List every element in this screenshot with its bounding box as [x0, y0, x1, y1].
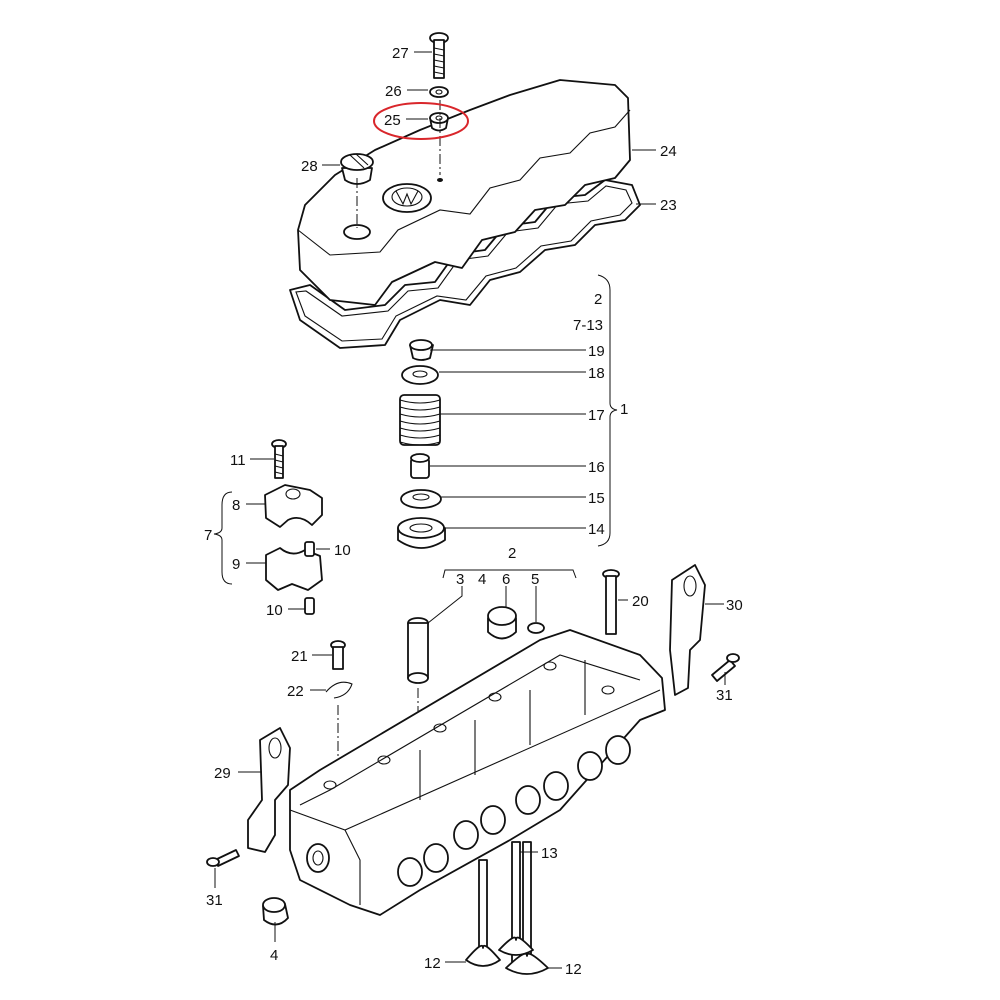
bolt-21[interactable]: [330, 640, 346, 670]
cover-bolt[interactable]: [429, 32, 449, 79]
callout-10-lower: 10: [266, 602, 283, 619]
callout-1: 1: [620, 401, 628, 418]
lifting-eye-rear[interactable]: [669, 564, 706, 696]
valve-spring[interactable]: [399, 394, 441, 446]
spring-seat[interactable]: [400, 489, 442, 509]
callout-20: 20: [632, 593, 649, 610]
callout-24: 24: [660, 143, 677, 160]
callout-21: 21: [291, 648, 308, 665]
lifting-eye-front[interactable]: [247, 727, 291, 853]
callout-29: 29: [214, 765, 231, 782]
callout-17: 17: [588, 407, 605, 424]
callout-31-left: 31: [206, 892, 223, 909]
callout-30: 30: [726, 597, 743, 614]
valve-stem-seal[interactable]: [410, 453, 430, 479]
callout-14: 14: [588, 521, 605, 538]
camshaft-seal[interactable]: [487, 606, 517, 640]
callout-7-13: 7-13: [573, 317, 603, 334]
head-bolt[interactable]: [602, 569, 620, 635]
bearing-cap-upper[interactable]: [264, 484, 323, 528]
callout-7: 7: [204, 527, 212, 544]
bush-highlighted[interactable]: [429, 112, 449, 132]
exhaust-valve[interactable]: [465, 859, 501, 967]
callout-2-top: 2: [594, 291, 602, 308]
valve-cover[interactable]: [297, 79, 631, 306]
spring-retainer[interactable]: [401, 365, 439, 385]
callout-23: 23: [660, 197, 677, 214]
callout-12-left: 12: [424, 955, 441, 972]
callout-19: 19: [588, 343, 605, 360]
bearing-cap-lower[interactable]: [265, 547, 323, 591]
cylinder-head[interactable]: [289, 629, 666, 916]
callout-3: 3: [456, 571, 464, 588]
dowel-sleeve-lower[interactable]: [304, 597, 315, 615]
seal-22[interactable]: [325, 681, 353, 699]
callout-22: 22: [287, 683, 304, 700]
callout-28: 28: [301, 158, 318, 175]
callout-15: 15: [588, 490, 605, 507]
callout-13: 13: [541, 845, 558, 862]
callout-4-bottom: 4: [270, 947, 278, 964]
callout-5: 5: [531, 571, 539, 588]
callout-8: 8: [232, 497, 240, 514]
callout-27: 27: [392, 45, 409, 62]
callout-6: 6: [502, 571, 510, 588]
callout-26: 26: [385, 83, 402, 100]
callout-18: 18: [588, 365, 605, 382]
dowel-sleeve[interactable]: [304, 541, 315, 557]
valve-seat-ring[interactable]: [397, 517, 446, 549]
callout-4-top: 4: [478, 571, 486, 588]
valve-guide[interactable]: [407, 617, 429, 684]
callout-31-right: 31: [716, 687, 733, 704]
oil-seal-4[interactable]: [262, 897, 289, 926]
callout-11: 11: [230, 452, 246, 469]
bracket-bolt-right[interactable]: [711, 653, 740, 682]
callout-25: 25: [384, 112, 401, 129]
sealing-washer[interactable]: [429, 86, 449, 98]
callout-12-right: 12: [565, 961, 582, 978]
oil-filler-cap[interactable]: [340, 153, 374, 185]
callout-2-mid: 2: [508, 545, 516, 562]
callouts: 27 26 25 28 24 23 2 7-13 19 18 17 1 16 1…: [204, 45, 743, 978]
highlight-ring: [373, 102, 469, 140]
bracket-bolt-left[interactable]: [206, 849, 240, 867]
valve-keeper[interactable]: [409, 339, 434, 361]
leader-lines: [214, 51, 726, 969]
intake-valve[interactable]: [498, 841, 549, 975]
callout-16: 16: [588, 459, 605, 476]
callout-9: 9: [232, 556, 240, 573]
sealing-plug[interactable]: [527, 622, 545, 634]
callout-10-upper: 10: [334, 542, 351, 559]
cap-bolt[interactable]: [271, 439, 287, 479]
